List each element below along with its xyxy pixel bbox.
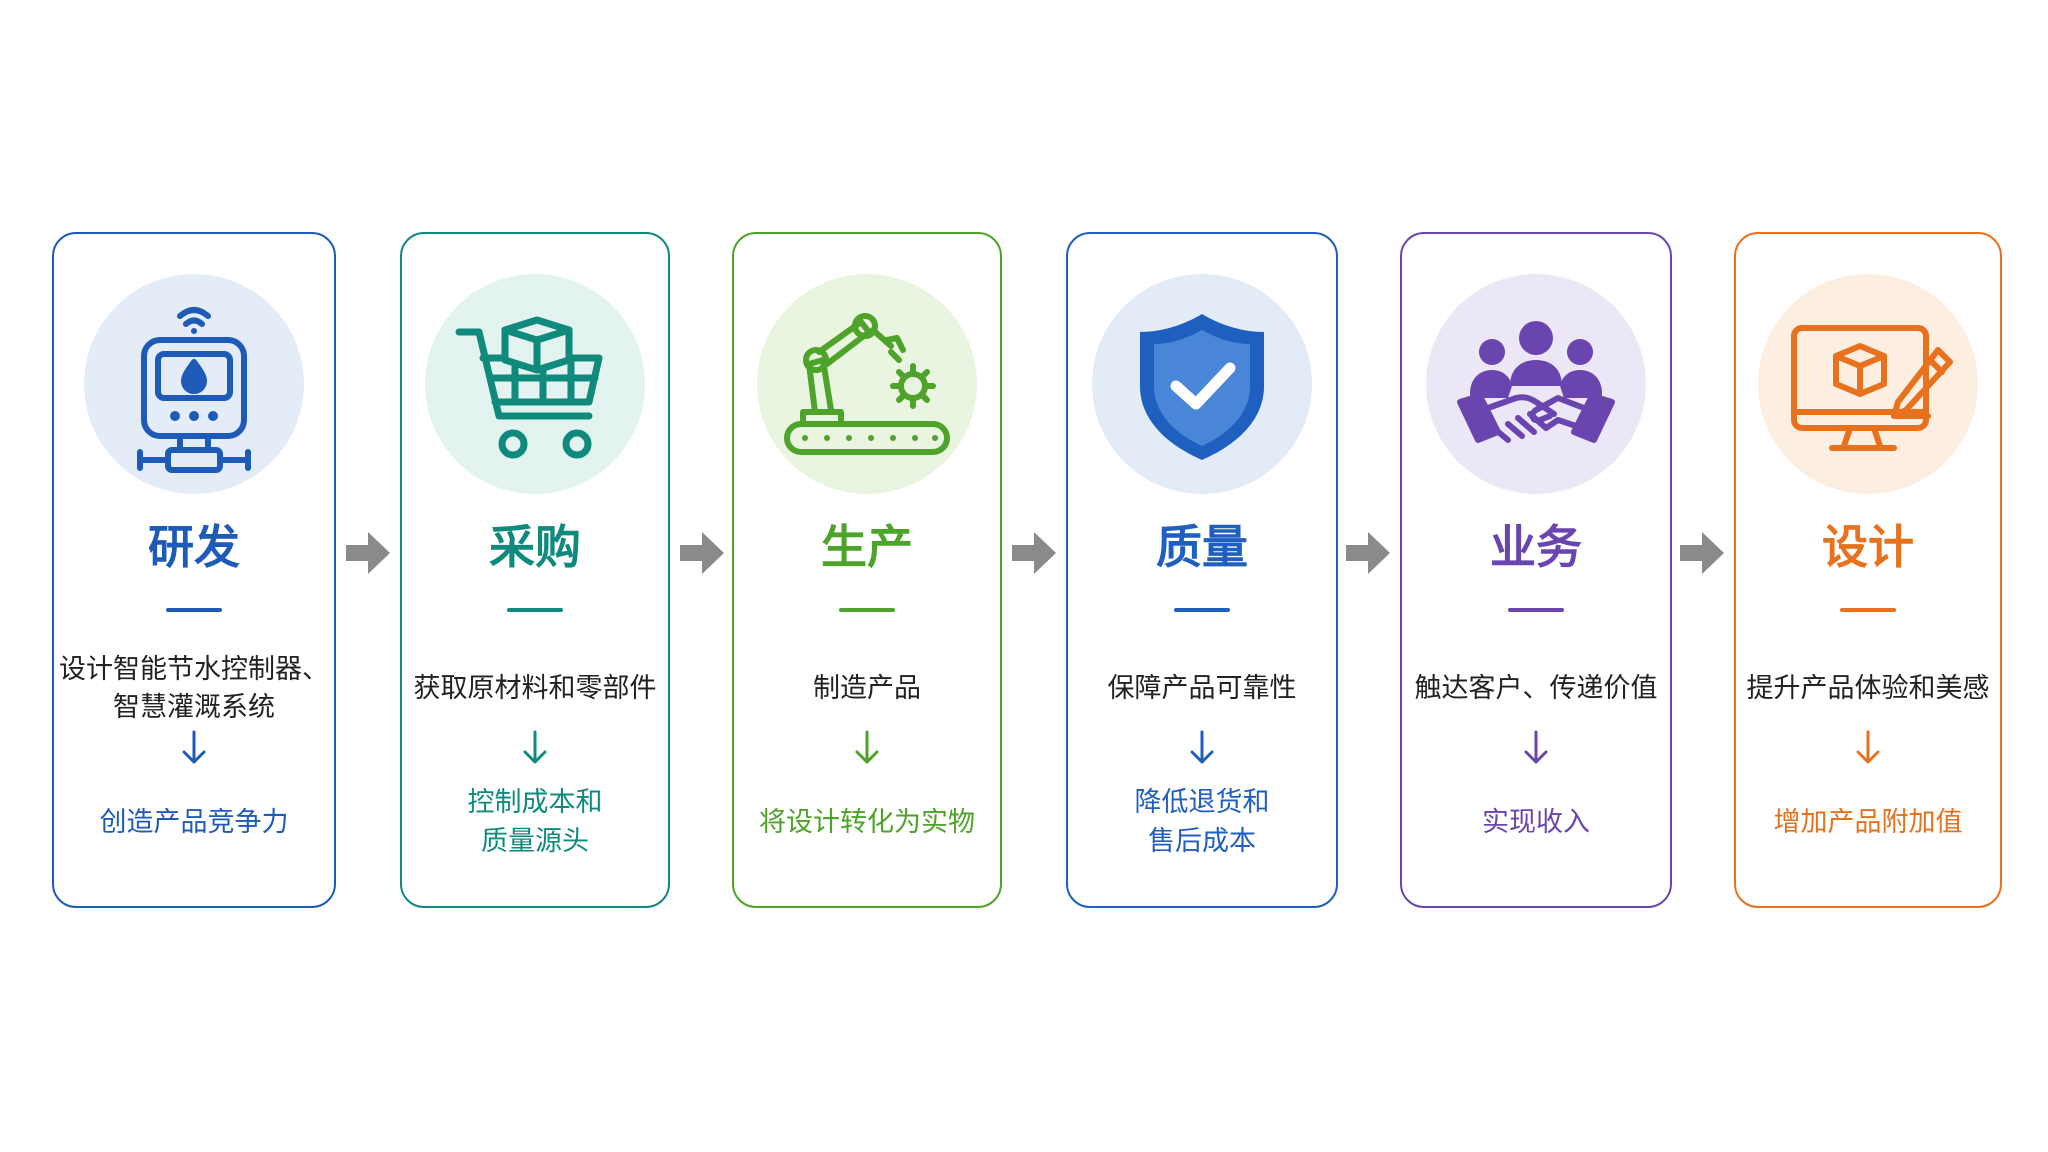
result-line: 售后成本	[1148, 826, 1256, 857]
flow-arrow-icon	[1680, 532, 1724, 574]
stage-description: 保障产品可靠性	[1082, 634, 1322, 744]
flow-arrow-icon	[346, 532, 390, 574]
title-underline	[1840, 608, 1896, 612]
result-line: 控制成本和	[467, 787, 603, 818]
description-line: 设计智能节水控制器、	[59, 654, 329, 685]
stage-description: 制造产品	[748, 634, 986, 744]
shield-check-icon	[1140, 314, 1264, 460]
result-line: 实现收入	[1482, 806, 1590, 838]
icon-circle	[1426, 274, 1646, 494]
shopping-cart-icon	[455, 316, 603, 459]
down-arrow-icon	[855, 730, 879, 764]
smart-water-controller-icon	[137, 307, 251, 473]
flow-arrow-icon	[1346, 532, 1390, 574]
title-underline	[839, 608, 895, 612]
stage-result: 创造产品竞争力	[68, 772, 320, 872]
flow-arrow-icon	[1012, 532, 1056, 574]
result-line: 质量源头	[481, 826, 589, 857]
stage-card-quality: 质量 保障产品可靠性 降低退货和 售后成本	[1066, 232, 1338, 908]
stage-description: 提升产品体验和美感	[1747, 634, 1990, 744]
stage-result: 控制成本和 质量源头	[416, 772, 654, 872]
icon-circle	[757, 274, 977, 494]
stage-result: 将设计转化为实物	[748, 772, 986, 872]
title-underline	[507, 608, 563, 612]
stage-title: 质量	[1156, 520, 1248, 574]
result-line: 降低退货和	[1134, 787, 1270, 818]
title-underline	[1508, 608, 1564, 612]
down-arrow-icon	[523, 730, 547, 764]
stage-card-procurement: 采购 获取原材料和零部件 控制成本和 质量源头	[400, 232, 670, 908]
down-arrow-icon	[1524, 730, 1548, 764]
stage-card-rnd: 研发 设计智能节水控制器、 智慧灌溉系统 创造产品竞争力	[52, 232, 336, 908]
description-line: 触达客户、传递价值	[1414, 673, 1658, 704]
stage-description: 获取原材料和零部件	[413, 634, 657, 744]
stage-title: 研发	[148, 520, 240, 574]
result-line: 增加产品附加值	[1773, 806, 1963, 838]
stage-description: 触达客户、传递价值	[1414, 634, 1658, 744]
down-arrow-icon	[182, 730, 206, 764]
stage-result: 增加产品附加值	[1750, 772, 1986, 872]
stage-description: 设计智能节水控制器、 智慧灌溉系统	[59, 634, 329, 744]
result-line: 将设计转化为实物	[759, 806, 975, 838]
description-line: 智慧灌溉系统	[113, 692, 275, 723]
description-line: 获取原材料和零部件	[413, 673, 657, 704]
monitor-design-icon	[1791, 325, 1953, 451]
icon-circle	[425, 274, 645, 494]
icon-circle	[1758, 274, 1978, 494]
stage-card-design: 设计 提升产品体验和美感 增加产品附加值	[1734, 232, 2002, 908]
flow-arrow-icon	[680, 532, 724, 574]
stage-title: 设计	[1822, 520, 1914, 574]
handshake-team-icon	[1457, 321, 1615, 443]
result-line: 创造产品竞争力	[99, 806, 289, 838]
robot-arm-icon	[784, 313, 950, 455]
stage-result: 实现收入	[1416, 772, 1656, 872]
title-underline	[166, 608, 222, 612]
stage-card-business: 业务 触达客户、传递价值 实现收入	[1400, 232, 1672, 908]
icon-circle	[84, 274, 304, 494]
title-underline	[1174, 608, 1230, 612]
stage-title: 业务	[1490, 520, 1582, 574]
down-arrow-icon	[1856, 730, 1880, 764]
stage-title: 采购	[489, 520, 581, 574]
icon-circle	[1092, 274, 1312, 494]
stage-title: 生产	[821, 520, 913, 574]
description-line: 保障产品可靠性	[1107, 673, 1297, 704]
stage-result: 降低退货和 售后成本	[1082, 772, 1322, 872]
description-line: 提升产品体验和美感	[1746, 673, 1990, 704]
down-arrow-icon	[1190, 730, 1214, 764]
stage-card-production: 生产 制造产品 将设计转化为实物	[732, 232, 1002, 908]
description-line: 制造产品	[813, 673, 921, 704]
